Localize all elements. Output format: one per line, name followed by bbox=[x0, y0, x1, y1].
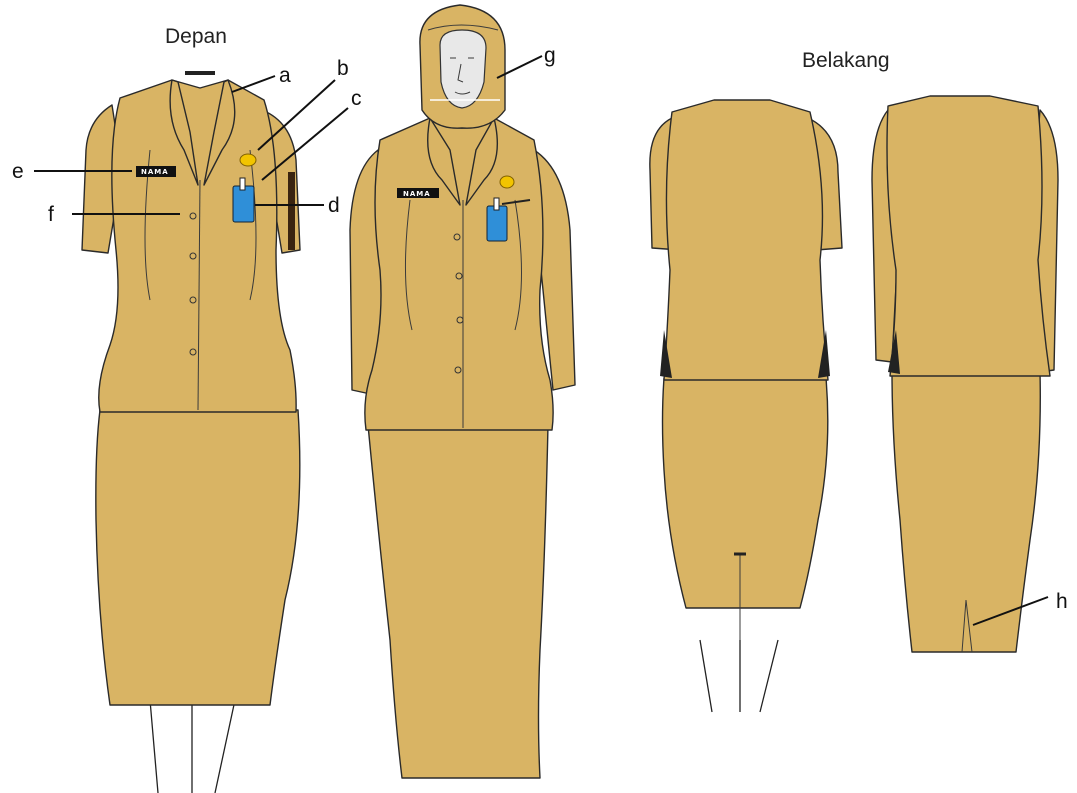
skirt-back bbox=[663, 378, 828, 608]
button bbox=[190, 349, 196, 355]
figure-back-long-sleeve bbox=[872, 96, 1058, 652]
name-tag-text: NAMA bbox=[403, 190, 431, 198]
jacket-back bbox=[664, 100, 828, 380]
badge-pin bbox=[500, 176, 514, 188]
button bbox=[190, 253, 196, 259]
name-tag-text: NAMA bbox=[141, 168, 169, 176]
skirt-back-long bbox=[892, 372, 1040, 652]
button bbox=[457, 317, 463, 323]
button bbox=[454, 234, 460, 240]
callout-h: h bbox=[1056, 590, 1068, 613]
callout-g: g bbox=[544, 44, 556, 67]
armband bbox=[288, 172, 295, 250]
callout-c: c bbox=[351, 87, 362, 110]
figure-front-short-sleeve: NAMA bbox=[82, 73, 300, 793]
callout-arrow-a bbox=[232, 76, 275, 92]
figure-front-hijab: NAMA bbox=[350, 5, 575, 778]
button bbox=[456, 273, 462, 279]
skirt-long bbox=[368, 425, 548, 778]
callout-b: b bbox=[337, 57, 349, 80]
figure-back-short-sleeve bbox=[650, 100, 842, 712]
id-card-clip bbox=[494, 198, 499, 210]
button bbox=[190, 297, 196, 303]
jacket-body bbox=[99, 80, 296, 412]
id-card bbox=[233, 186, 254, 222]
callout-f: f bbox=[48, 203, 54, 226]
id-card bbox=[487, 206, 507, 241]
jacket-back-long bbox=[887, 96, 1050, 376]
button bbox=[190, 213, 196, 219]
callout-d: d bbox=[328, 194, 340, 217]
heading-front: Depan bbox=[165, 25, 227, 48]
callout-a: a bbox=[279, 64, 291, 87]
badge-pin bbox=[240, 154, 256, 166]
skirt bbox=[96, 410, 300, 705]
face bbox=[440, 30, 486, 108]
heading-back: Belakang bbox=[802, 49, 890, 72]
button bbox=[455, 367, 461, 373]
id-card-clip bbox=[240, 178, 245, 190]
callout-e: e bbox=[12, 160, 24, 183]
